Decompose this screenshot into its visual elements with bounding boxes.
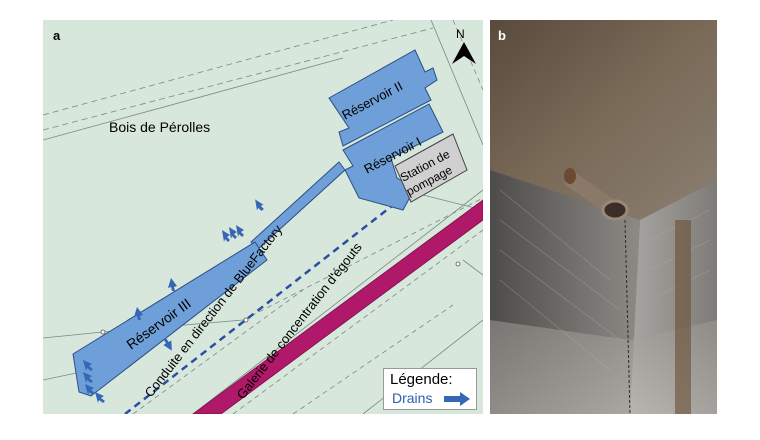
sewer-gallery — [192, 199, 483, 414]
photo-panel: b — [490, 20, 717, 414]
reservoir-2 — [328, 49, 438, 147]
forest-label: Bois de Pérolles — [109, 119, 210, 135]
conduit-line — [124, 187, 416, 414]
reservoir-3 — [72, 241, 268, 397]
map-svg: N Bois de Pérolles Réservoir II Réservoi… — [43, 20, 483, 414]
pumping-station — [394, 133, 468, 203]
pipe-icon — [564, 168, 629, 221]
north-label: N — [456, 27, 465, 41]
panel-b-letter: b — [498, 28, 506, 43]
legend-title: Légende: — [390, 371, 453, 388]
legend-drains-label: Drains — [392, 390, 433, 406]
legend: Légende: Drains — [383, 368, 477, 410]
photo-svg — [490, 20, 717, 414]
drain-arrows — [83, 199, 264, 403]
survey-points — [100, 261, 461, 335]
map-panel: N Bois de Pérolles Réservoir II Réservoi… — [43, 20, 483, 414]
north-arrow-icon — [452, 42, 476, 64]
legend-arrow-icon — [444, 392, 470, 406]
panel-a-letter: a — [53, 28, 61, 43]
